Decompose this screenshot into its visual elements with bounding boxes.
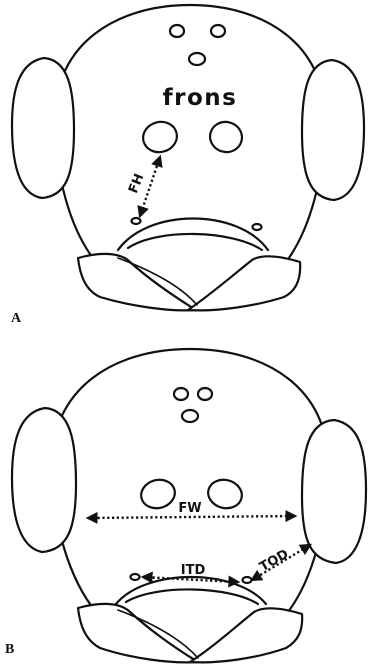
panel-b: FW ITD TOD B [5,349,366,662]
left-compound-eye-b [12,408,76,552]
mandible-right-b [190,608,302,662]
panel-letter-a: A [11,311,22,326]
panel-a: frons FH A [11,5,364,326]
right-compound-eye-b [302,420,366,563]
left-compound-eye-a [12,58,74,198]
mandible-right-a [188,256,300,310]
frons-label: frons [163,85,238,111]
mandible-left-b [78,604,198,662]
itd-label: ITD [181,563,206,578]
right-compound-eye-a [302,60,364,200]
fw-label: FW [178,501,201,516]
panel-letter-b: B [5,642,14,657]
mandible-left-a [78,254,196,310]
head-capsule-a [55,5,325,262]
